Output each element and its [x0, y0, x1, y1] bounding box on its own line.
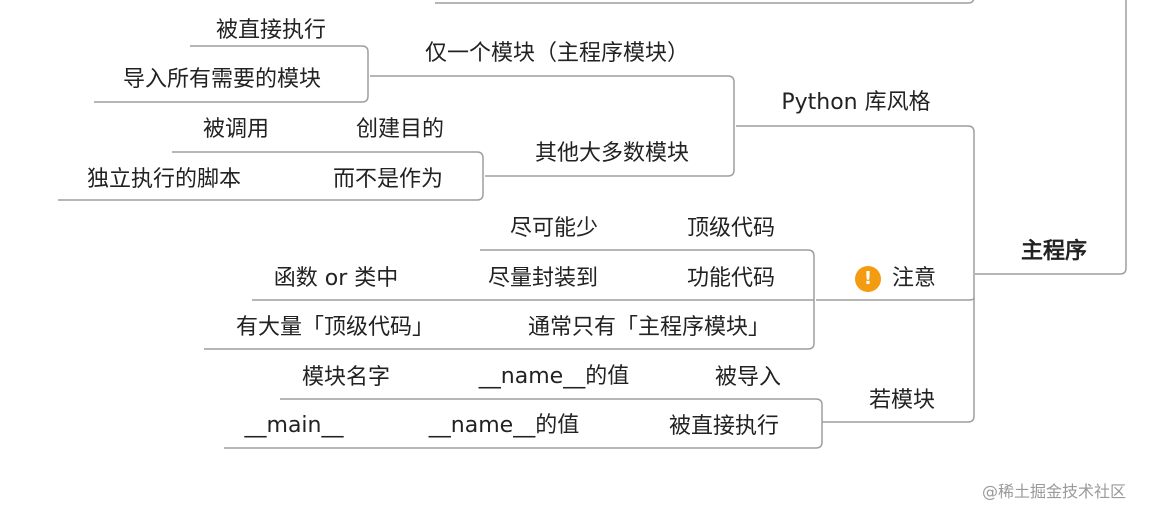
node-as-few-as-possible[interactable]: 尽可能少: [509, 216, 599, 241]
root-spine-main: [822, 132, 975, 423]
node-usually-only-main[interactable]: 通常只有「主程序模块」: [527, 315, 771, 340]
note-connector-bottom: [204, 300, 815, 350]
node-if-module[interactable]: 若模块: [868, 388, 936, 413]
top-frame-line: [435, 0, 975, 4]
root-spine: [736, 125, 975, 133]
node-encapsulate-into[interactable]: 尽量封装到: [487, 266, 599, 291]
node-called[interactable]: 被调用: [202, 117, 270, 142]
single-module-connector-2: [94, 76, 369, 103]
python-style-connector: [370, 75, 735, 126]
node-main-value[interactable]: __main__: [244, 413, 344, 438]
note-connector-top: [480, 249, 815, 300]
if-module-connector-bottom: [224, 422, 823, 449]
node-name-value-main[interactable]: __name__的值: [428, 413, 580, 438]
node-top-level-code[interactable]: 顶级代码: [686, 216, 776, 241]
node-function-or-class[interactable]: 函数 or 类中: [273, 266, 399, 291]
node-creation-purpose[interactable]: 创建目的: [355, 117, 445, 142]
node-most-modules[interactable]: 其他大多数模块: [534, 141, 690, 166]
if-module-connector-top: [280, 398, 823, 422]
node-functional-code[interactable]: 功能代码: [686, 266, 776, 291]
node-executed-directly-2[interactable]: 被直接执行: [668, 414, 780, 439]
most-modules-line-bottom: [58, 176, 484, 201]
node-executed-directly[interactable]: 被直接执行: [215, 18, 327, 43]
python-style-connector-2: [485, 126, 735, 177]
node-imported[interactable]: 被导入: [714, 365, 782, 390]
node-module-name[interactable]: 模块名字: [301, 365, 391, 390]
node-not-as[interactable]: 而不是作为: [332, 167, 444, 192]
node-import-all-modules[interactable]: 导入所有需要的模块: [122, 67, 322, 92]
single-module-connector: [190, 45, 369, 76]
node-name-value-imported[interactable]: __name__的值: [478, 364, 630, 389]
exclamation-icon: !: [855, 266, 881, 292]
note-branch-line: [816, 297, 975, 301]
node-lots-of-top-level[interactable]: 有大量「顶级代码」: [235, 315, 435, 340]
watermark-text: @稀土掘金技术社区: [982, 482, 1127, 501]
node-standalone-script[interactable]: 独立执行的脚本: [86, 167, 242, 192]
root-node-main-program[interactable]: 主程序: [1020, 239, 1088, 264]
node-note[interactable]: 注意: [891, 266, 937, 291]
root-connector: [975, 0, 1127, 275]
most-modules-line-top: [172, 151, 484, 176]
node-single-module[interactable]: 仅一个模块（主程序模块）: [424, 41, 690, 66]
node-python-style[interactable]: Python 库风格: [781, 90, 931, 115]
